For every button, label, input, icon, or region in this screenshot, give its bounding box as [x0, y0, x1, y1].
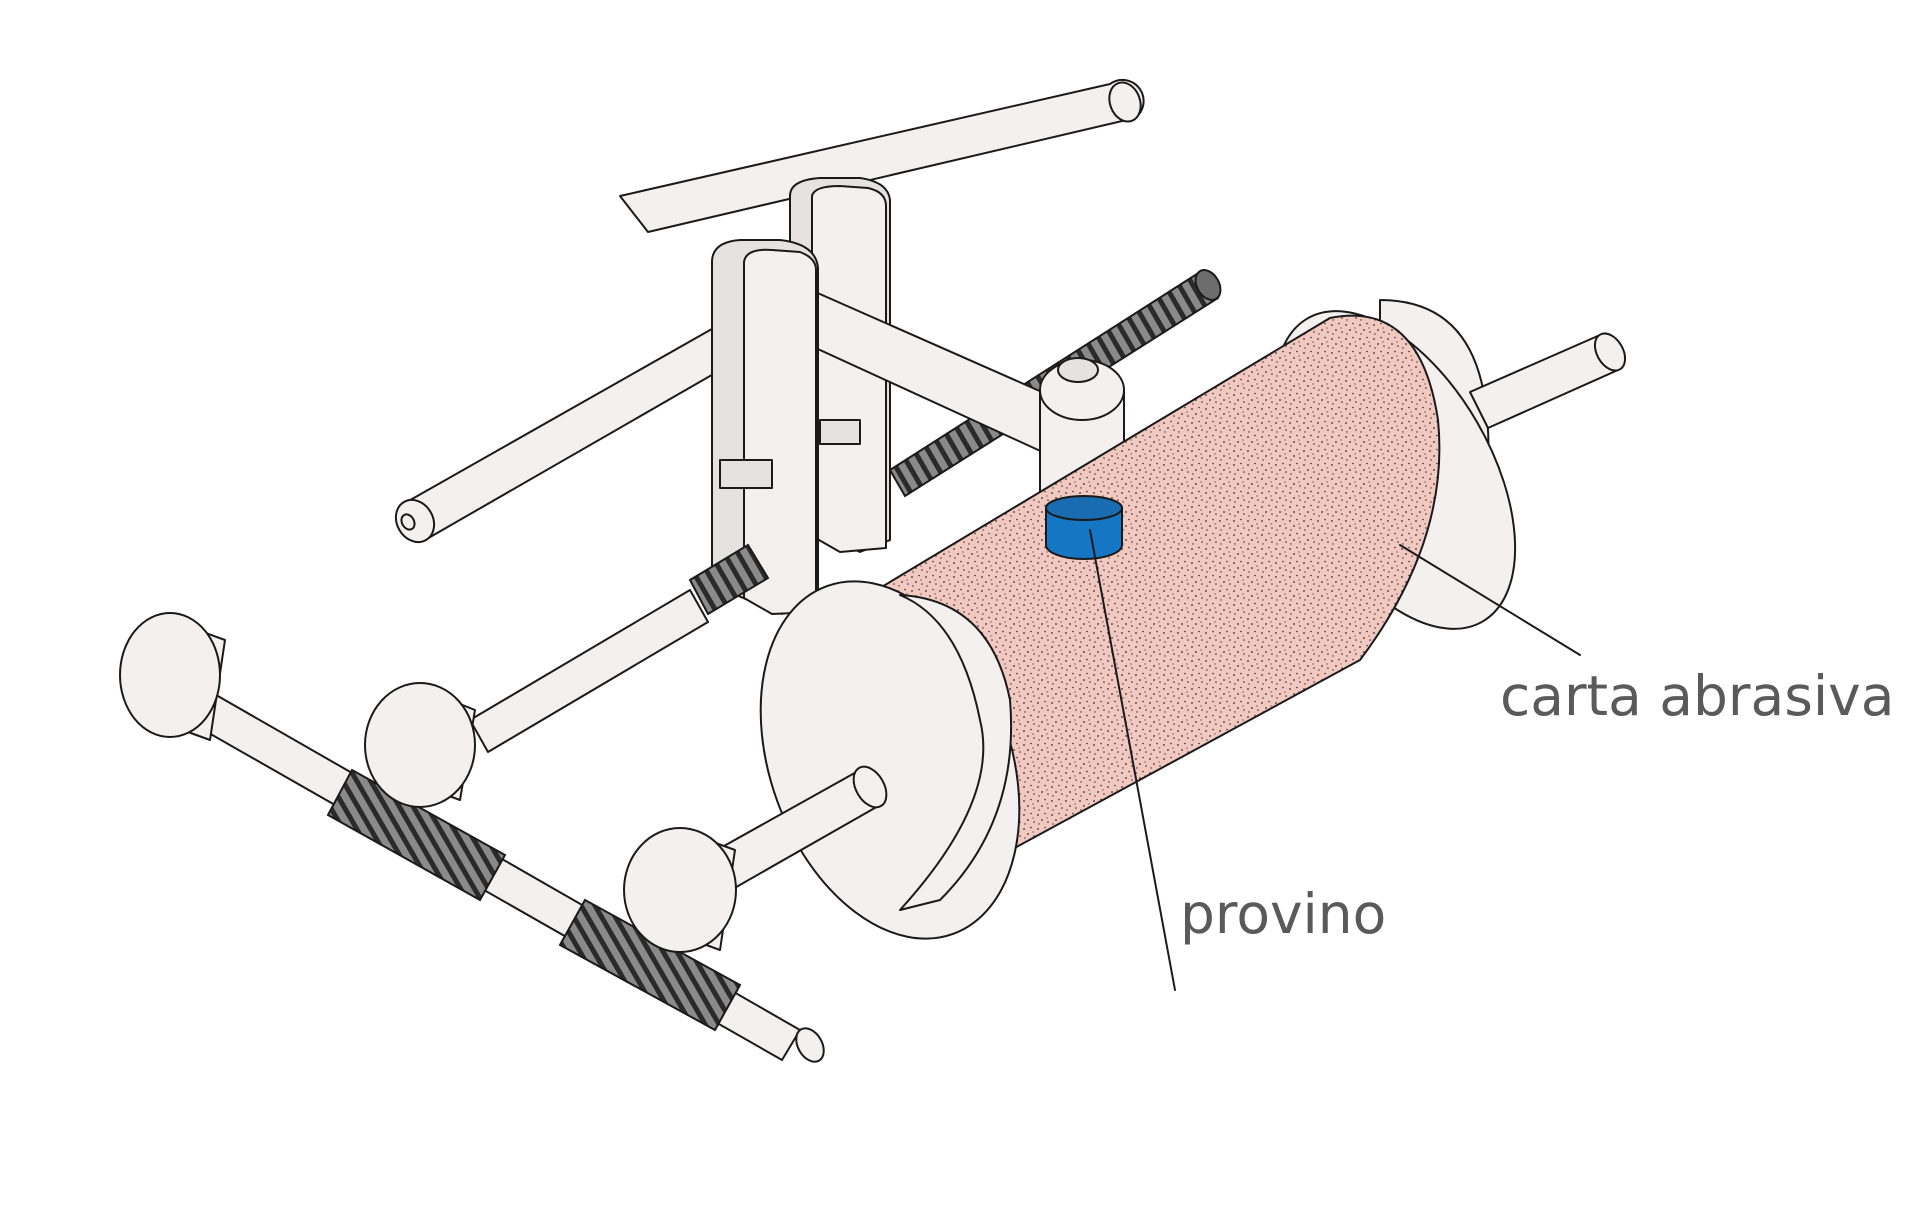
sandpaper-label: carta abrasiva: [1500, 664, 1894, 728]
specimen-label: provino: [1180, 882, 1386, 946]
specimen-leader-line: [1089, 529, 1176, 991]
front-lead-screw: [469, 543, 770, 753]
abrasive-drum: [689, 299, 1627, 940]
middle-worm-wheel: [364, 682, 476, 808]
front-carriage-plate: [711, 239, 819, 615]
left-knob: [119, 612, 226, 741]
sandpaper-leader-line: [1399, 544, 1581, 656]
worm-drive-shaft: [171, 679, 825, 1063]
upper-guide-rod: [619, 78, 1145, 233]
specimen: [1045, 495, 1123, 560]
front-worm-wheel: [623, 827, 737, 953]
